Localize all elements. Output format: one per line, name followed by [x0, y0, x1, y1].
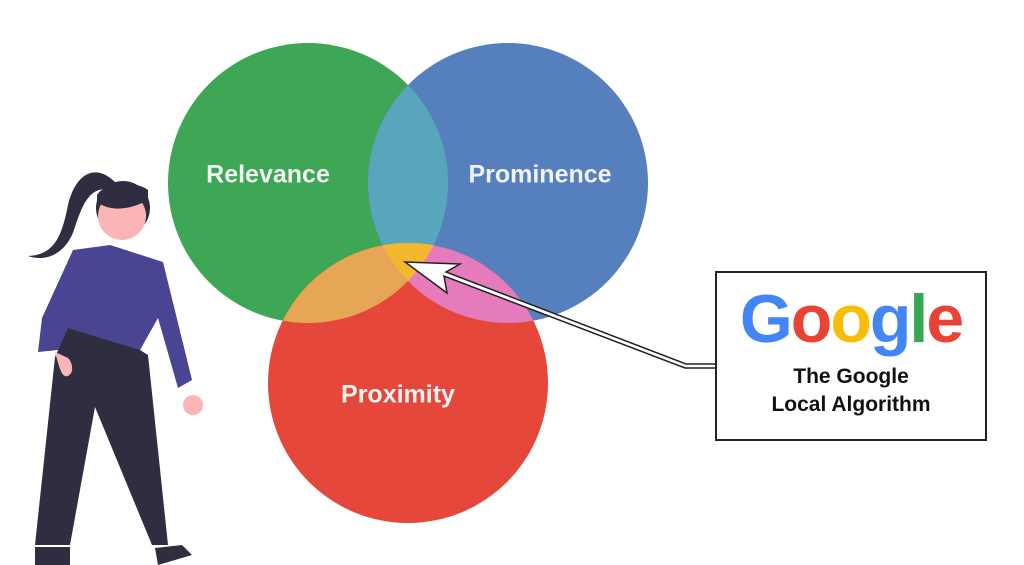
google-logo-letter: e	[926, 281, 964, 357]
google-logo-letter: o	[790, 281, 833, 357]
proximity-label: Proximity	[341, 380, 455, 409]
overlap-prominence-proximity	[368, 243, 548, 323]
person-illustration	[28, 172, 203, 565]
callout-line-1: The Google	[793, 365, 909, 388]
callout-line-2: Local Algorithm	[771, 393, 931, 416]
prominence-label: Prominence	[468, 160, 612, 189]
google-logo-letter: o	[830, 281, 872, 357]
google-callout-box: Google The Google Local Algorithm	[715, 271, 987, 441]
relevance-label: Relevance	[206, 160, 330, 189]
google-logo-letter: g	[869, 281, 912, 357]
overlap-relevance-proximity	[268, 243, 448, 323]
google-logo-letter: l	[909, 281, 928, 357]
google-logo: Google	[717, 279, 985, 359]
google-logo-letter: G	[739, 281, 793, 357]
